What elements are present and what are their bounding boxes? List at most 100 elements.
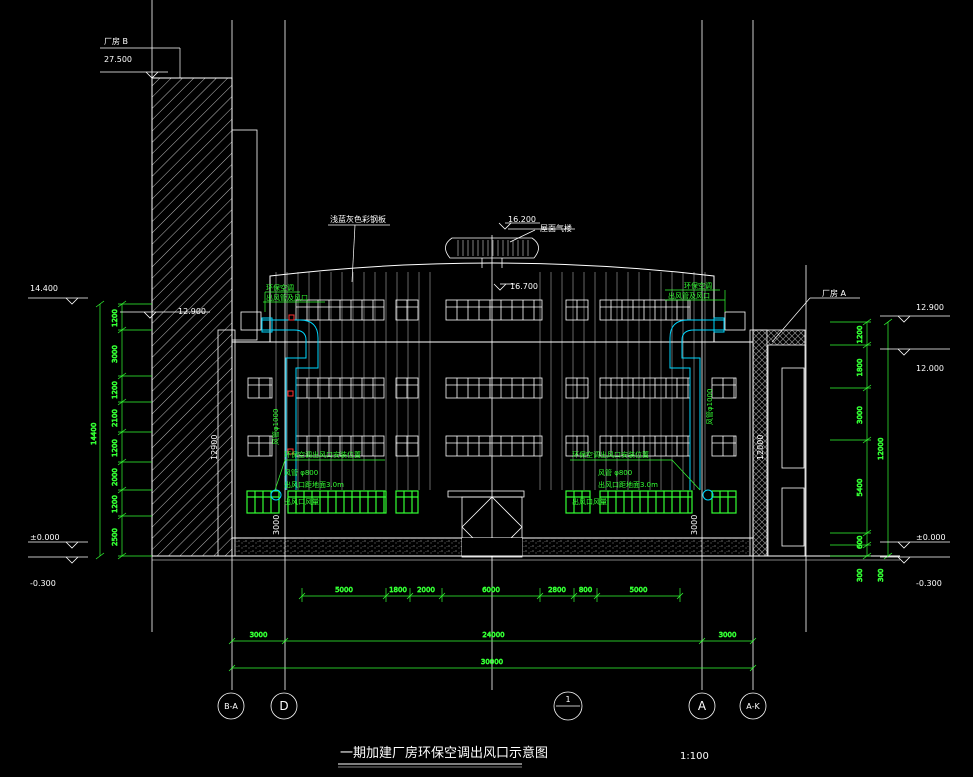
leader-lines: [100, 47, 860, 343]
left-dim-8: 2500: [111, 528, 119, 546]
note-left-1: 环保空调: [266, 283, 294, 292]
axis-bubble-d: D: [270, 692, 298, 720]
note-right-2: 出风管及风口: [668, 291, 710, 300]
bottom-dim-row1-6: 800: [579, 586, 592, 594]
elev-zero-right: ±0.000: [916, 533, 946, 542]
inner-dim-right-wall: 12000: [756, 435, 765, 460]
note-left-2: 出风管及风口: [266, 293, 308, 302]
right-dim-5: 600: [856, 536, 864, 549]
right-dim-3: 3000: [856, 406, 864, 424]
elev-zero-left: ±0.000: [30, 533, 60, 542]
window: [599, 299, 691, 321]
left-dim-3: 1200: [111, 381, 119, 399]
right-dim-2: 1800: [856, 359, 864, 377]
ventilator-ribs: [457, 240, 529, 256]
elevation-markers: [28, 71, 950, 564]
note-right-1: 环保空调: [684, 281, 712, 290]
window: [599, 377, 691, 399]
roof-ventilator: [445, 237, 539, 268]
railings: [246, 490, 737, 514]
plant-a-label: 厂房 A: [822, 288, 847, 298]
ventilator-label: 屋面气楼: [540, 223, 572, 233]
duct-left: [261, 317, 319, 501]
elev-b-top: 27.500: [104, 55, 132, 64]
note-low-left-4: 出风口风量: [284, 497, 319, 506]
bottom-dim-row2-2: 24000: [482, 631, 504, 639]
axis-bubble-ak: A-K: [739, 692, 767, 720]
axis-bubble-1: 1: [553, 691, 583, 721]
left-dim-4: 2100: [111, 409, 119, 427]
window: [711, 377, 737, 399]
windows: [247, 299, 737, 457]
left-dim-total: 14400: [90, 423, 98, 445]
bottom-dim-row1-4: 6000: [482, 586, 500, 594]
left-dim-1: 1200: [111, 309, 119, 327]
outlet-marker-2: [287, 448, 294, 455]
elev-eave: 16.700: [510, 282, 538, 291]
left-dim-5: 1200: [111, 439, 119, 457]
svg-text:A-K: A-K: [746, 702, 760, 711]
svg-text:A: A: [698, 699, 707, 713]
plant-b-label: 厂房 B: [104, 36, 128, 46]
bottom-dim-row1-7: 5000: [630, 586, 648, 594]
duct-right-vertical-label: 风管φ1000: [705, 389, 714, 425]
axis-bubble-a: A: [688, 692, 716, 720]
elev-right-parapet: 12.900: [916, 303, 944, 312]
bottom-dimension-rows: 5000 1800 2000 6000 2800 800 5000 3000 24000 3000…: [228, 586, 757, 672]
note-low-right-4: 出风口风量: [572, 497, 607, 506]
right-dim-4: 5400: [856, 479, 864, 497]
bottom-dim-row2-3: 3000: [719, 631, 737, 639]
window: [445, 435, 543, 457]
note-low-left-1: 环保空调出风口安装位置: [284, 450, 361, 459]
bottom-dim-row1-3: 2000: [417, 586, 435, 594]
svg-text:B-A: B-A: [224, 702, 238, 711]
elev-minus-right: -0.300: [916, 579, 942, 588]
ground: [152, 537, 900, 561]
duct-right: [669, 317, 725, 501]
note-low-right-3: 出风口距地面3.0m: [598, 480, 658, 489]
svg-text:D: D: [279, 699, 288, 713]
bottom-dim-row1-5: 2800: [548, 586, 566, 594]
right-dim-1: 1200: [856, 326, 864, 344]
note-low-right-1: 环保空调出风口安装位置: [572, 450, 649, 459]
window: [445, 299, 543, 321]
bottom-dim-row1-2: 1800: [389, 586, 407, 594]
building-a: [752, 329, 806, 557]
wall-ribs: [275, 272, 706, 490]
elev-left-roof: 14.400: [30, 284, 58, 293]
window: [247, 377, 273, 399]
left-dim-7: 1200: [111, 495, 119, 513]
right-dim-bottom-a: 300: [856, 569, 864, 582]
inner-dim-left-wall: 12900: [210, 435, 219, 460]
bottom-dim-row1-1: 5000: [335, 586, 353, 594]
elev-left-parapet: 12.900: [178, 307, 206, 316]
right-dim-bottom-b: 300: [877, 569, 885, 582]
elev-ridge: 16.200: [508, 215, 536, 224]
roof-material-label: 浅蓝灰色彩钢板: [330, 214, 386, 224]
axis-bubble-ba: B-A: [217, 692, 245, 720]
note-low-right-2: 风管 φ800: [598, 468, 632, 477]
window: [711, 435, 737, 457]
inner-dim-right-low: 3000: [690, 515, 699, 535]
outlet-marker-1: [287, 390, 294, 397]
green-leaders: [263, 289, 726, 491]
left-dim-6: 2000: [111, 468, 119, 486]
drawing-scale: 1:100: [680, 751, 709, 762]
axis-lines: [151, 0, 807, 690]
elev-minus-left: -0.300: [30, 579, 56, 588]
bottom-dim-row2-1: 3000: [250, 631, 268, 639]
svg-text:1: 1: [565, 695, 570, 704]
elev-right-floor: 12.000: [916, 364, 944, 373]
right-dim-total: 12000: [877, 438, 885, 460]
outlet-marker-3: [288, 314, 295, 321]
window: [445, 377, 543, 399]
drawing-title: 一期加建厂房环保空调出风口示意图: [340, 745, 548, 761]
right-dimension-chain: 1200 1800 3000 5400 600 12000 300 300: [830, 318, 893, 582]
note-low-left-3: 出风口距地面3.0m: [284, 480, 344, 489]
note-low-left-2: 风管 φ800: [284, 468, 318, 477]
inner-dim-left-low: 3000: [272, 515, 281, 535]
duct-left-vertical-label: 风管φ1000: [271, 409, 280, 445]
bottom-dim-row3: 30000: [481, 658, 503, 666]
